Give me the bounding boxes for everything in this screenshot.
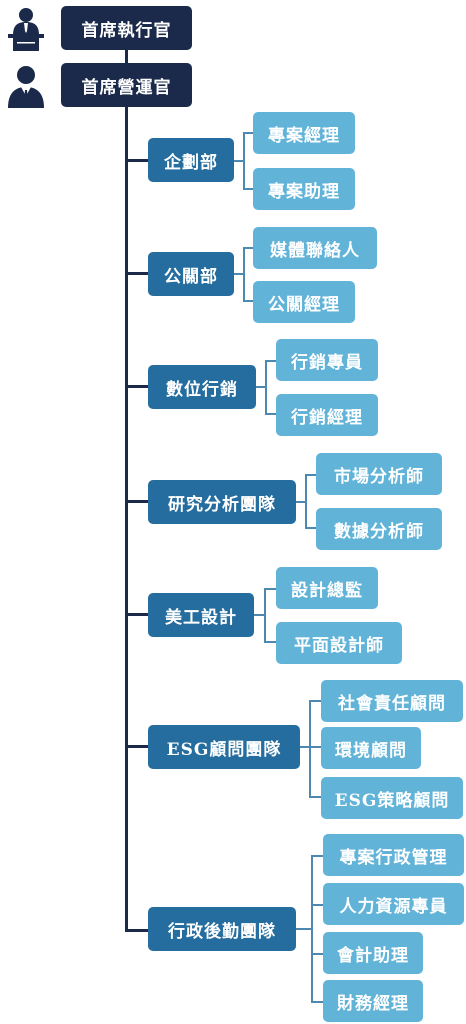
role-connector [311, 1001, 323, 1003]
role-connector [309, 746, 321, 748]
role-connector [311, 855, 323, 857]
dept-connector [125, 613, 148, 616]
role-connector [296, 501, 305, 503]
department-box: ESG顧問團隊 [148, 725, 300, 769]
person-in-suit-icon [8, 66, 44, 108]
dept-connector [125, 385, 148, 388]
role-connector [311, 953, 323, 955]
role-bracket [305, 474, 307, 529]
main-trunk-line [125, 107, 128, 931]
role-connector [234, 273, 243, 275]
role-box: 設計總監 [276, 567, 378, 609]
dept-connector [125, 500, 148, 503]
role-connector [234, 160, 243, 162]
role-connector [296, 928, 311, 930]
role-connector [311, 904, 323, 906]
role-connector [254, 614, 264, 616]
department-box: 行政後勤團隊 [148, 907, 296, 951]
department-box: 數位行銷 [148, 365, 256, 409]
role-box: 環境顧問 [321, 727, 421, 769]
department-box: 研究分析團隊 [148, 480, 296, 524]
executive-box-ceo: 首席執行官 [61, 6, 192, 50]
role-connector [243, 300, 253, 302]
role-box: 平面設計師 [276, 622, 402, 664]
role-connector [243, 188, 253, 190]
role-box: 媒體聯絡人 [253, 227, 377, 269]
role-bracket [264, 588, 266, 643]
role-connector [243, 132, 253, 134]
role-box: 人力資源專員 [323, 883, 464, 925]
role-connector [305, 527, 316, 529]
role-connector [265, 360, 276, 362]
role-box: 財務經理 [323, 980, 423, 1022]
role-connector [264, 588, 276, 590]
role-connector [256, 386, 265, 388]
role-connector [309, 796, 321, 798]
dept-connector [125, 159, 148, 162]
role-box: 行銷專員 [276, 339, 378, 381]
role-box: 市場分析師 [316, 453, 442, 495]
dept-connector [125, 929, 148, 932]
role-bracket [243, 247, 245, 302]
speaker-at-podium-icon [8, 8, 44, 51]
role-box: 專案行政管理 [323, 834, 464, 876]
dept-connector [125, 745, 148, 748]
role-connector [300, 746, 309, 748]
department-box: 美工設計 [148, 593, 254, 637]
role-connector [265, 413, 276, 415]
role-connector [243, 247, 253, 249]
role-box: 數據分析師 [316, 508, 442, 550]
role-box: 會計助理 [323, 932, 423, 974]
role-bracket [243, 132, 245, 190]
executive-box-coo: 首席營運官 [61, 63, 192, 107]
department-box: 公關部 [148, 252, 234, 296]
role-box: 專案經理 [253, 112, 355, 154]
role-box: 社會責任顧問 [321, 680, 463, 722]
role-box: ESG策略顧問 [321, 777, 463, 819]
role-box: 專案助理 [253, 168, 355, 210]
role-bracket [309, 700, 311, 798]
role-box: 公關經理 [253, 281, 355, 323]
dept-connector [125, 272, 148, 275]
role-connector [305, 474, 316, 476]
role-bracket [265, 360, 267, 415]
role-bracket [311, 855, 313, 1003]
role-connector [309, 700, 321, 702]
role-connector [264, 641, 276, 643]
connector-ceo-coo [125, 50, 128, 63]
role-box: 行銷經理 [276, 394, 378, 436]
department-box: 企劃部 [148, 138, 234, 182]
